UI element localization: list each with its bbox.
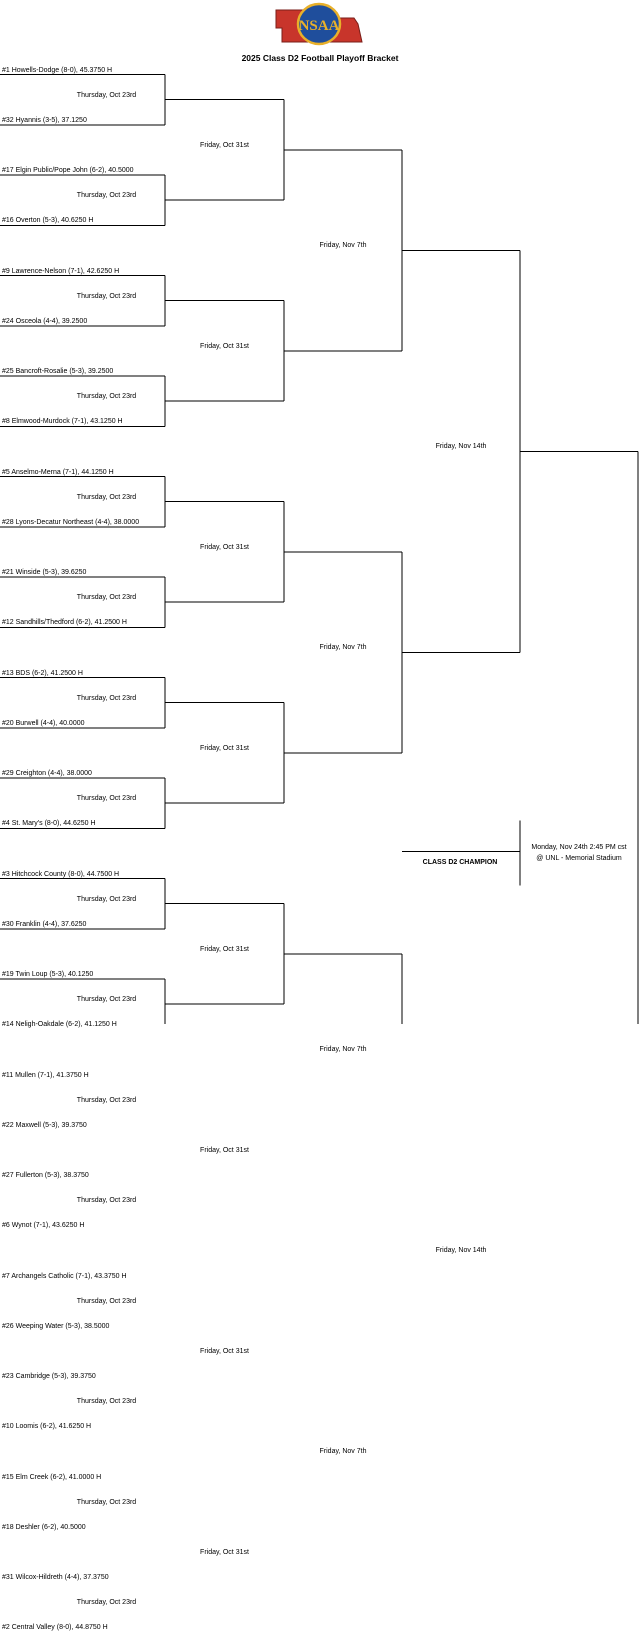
team-name: #26 Weeping Water (5-3), 38.5000 <box>2 1322 110 1330</box>
team-name: #11 Mullen (7-1), 41.3750 H <box>2 1071 89 1079</box>
nsaa-logo: NSAA <box>275 2 363 46</box>
quarterfinal-date: Friday, Nov 7th <box>319 1046 367 1054</box>
round2-date: Friday, Oct 31st <box>200 945 249 953</box>
team-name: #9 Lawrence-Nelson (7-1), 42.6250 H <box>2 267 120 275</box>
team-name: #28 Lyons-Decatur Northeast (4-4), 38.00… <box>2 518 140 526</box>
champion-label: CLASS D2 CHAMPION <box>422 859 498 867</box>
round2-date: Friday, Oct 31st <box>200 543 249 551</box>
team-name: #29 Creighton (4-4), 38.0000 <box>2 770 92 777</box>
round1-date: Thursday, Oct 23rd <box>76 1297 137 1305</box>
team-name: #8 Elmwood-Murdock (7-1), 43.1250 H <box>2 418 123 426</box>
quarterfinal-date: Friday, Nov 7th <box>319 1448 367 1456</box>
round1-date: Thursday, Oct 23rd <box>76 895 137 903</box>
team-name: #4 St. Mary's (8-0), 44.6250 H <box>2 820 96 828</box>
round1-date: Thursday, Oct 23rd <box>76 1096 137 1104</box>
team-name: #22 Maxwell (5-3), 39.3750 <box>2 1121 87 1129</box>
round2-date: Friday, Oct 31st <box>200 342 249 350</box>
team-name: #14 Neligh-Oakdale (6-2), 41.1250 H <box>2 1021 117 1029</box>
semifinal-date: Friday, Nov 14th <box>435 1247 487 1255</box>
quarterfinal-date: Friday, Nov 7th <box>319 242 367 250</box>
final-venue: @ UNL - Memorial Stadium <box>536 855 622 863</box>
team-name: #18 Deshler (6-2), 40.5000 <box>2 1523 86 1531</box>
team-name: #31 Wilcox-Hildreth (4-4), 37.3750 <box>2 1574 109 1581</box>
round2-date: Friday, Oct 31st <box>200 1146 249 1154</box>
team-name: #1 Howells-Dodge (8-0), 45.3750 H <box>2 66 113 74</box>
team-name: #30 Franklin (4-4), 37.6250 <box>2 920 87 928</box>
round1-date: Thursday, Oct 23rd <box>76 393 137 401</box>
round1-date: Thursday, Oct 23rd <box>76 1498 137 1506</box>
page-title: 2025 Class D2 Football Playoff Bracket <box>241 53 399 63</box>
team-name: #15 Elm Creek (6-2), 41.0000 H <box>2 1473 102 1481</box>
round1-date: Thursday, Oct 23rd <box>76 91 137 99</box>
team-name: #5 Anselmo-Merna (7-1), 44.1250 H <box>2 468 114 476</box>
team-name: #12 Sandhills/Thedford (6-2), 41.2500 H <box>2 619 127 627</box>
team-name: #20 Burwell (4-4), 40.0000 <box>2 719 85 727</box>
round1-date: Thursday, Oct 23rd <box>76 694 137 702</box>
team-name: #32 Hyannis (3-5), 37.1250 <box>2 116 87 124</box>
semifinal-date: Friday, Nov 14th <box>435 443 487 451</box>
team-name: #2 Central Valley (8-0), 44.8750 H <box>2 1624 108 1632</box>
round2-date: Friday, Oct 31st <box>200 1548 249 1556</box>
round2-date: Friday, Oct 31st <box>200 744 249 752</box>
final-date: Monday, Nov 24th 2:45 PM cst <box>531 844 627 852</box>
logo-text: NSAA <box>299 18 340 34</box>
round1-date: Thursday, Oct 23rd <box>76 795 137 803</box>
team-name: #17 Elgin Public/Pope John (6-2), 40.500… <box>2 167 134 174</box>
team-name: #10 Loomis (6-2), 41.6250 H <box>2 1423 92 1431</box>
quarterfinal-date: Friday, Nov 7th <box>319 644 367 652</box>
round2-date: Friday, Oct 31st <box>200 141 249 149</box>
round1-date: Thursday, Oct 23rd <box>76 192 137 200</box>
round1-date: Thursday, Oct 23rd <box>76 493 137 501</box>
logo-badge <box>296 2 342 46</box>
team-name: #25 Bancroft-Rosalie (5-3), 39.2500 <box>2 368 114 375</box>
round1-date: Thursday, Oct 23rd <box>76 1599 137 1607</box>
team-name: #3 Hitchcock County (8-0), 44.7500 H <box>2 870 120 878</box>
round1-date: Thursday, Oct 23rd <box>76 1398 137 1406</box>
team-name: #6 Wynot (7-1), 43.6250 H <box>2 1222 85 1230</box>
round1-date: Thursday, Oct 23rd <box>76 996 137 1004</box>
team-name: #23 Cambridge (5-3), 39.3750 <box>2 1373 96 1380</box>
team-name: #16 Overton (5-3), 40.6250 H <box>2 217 94 225</box>
round1-date: Thursday, Oct 23rd <box>76 594 137 602</box>
team-name: #24 Osceola (4-4), 39.2500 <box>2 317 88 325</box>
round1-date: Thursday, Oct 23rd <box>76 1197 137 1205</box>
round2-date: Friday, Oct 31st <box>200 1347 249 1355</box>
team-name: #21 Winside (5-3), 39.6250 <box>2 569 87 576</box>
bracket-lines <box>0 74 639 1024</box>
team-name: #13 BDS (6-2), 41.2500 H <box>2 669 83 677</box>
team-name: #7 Archangels Catholic (7-1), 43.3750 H <box>2 1272 127 1280</box>
team-name: #19 Twin Loup (5-3), 40.1250 <box>2 971 94 978</box>
round1-date: Thursday, Oct 23rd <box>76 292 137 300</box>
team-name: #27 Fullerton (5-3), 38.3750 <box>2 1172 89 1179</box>
